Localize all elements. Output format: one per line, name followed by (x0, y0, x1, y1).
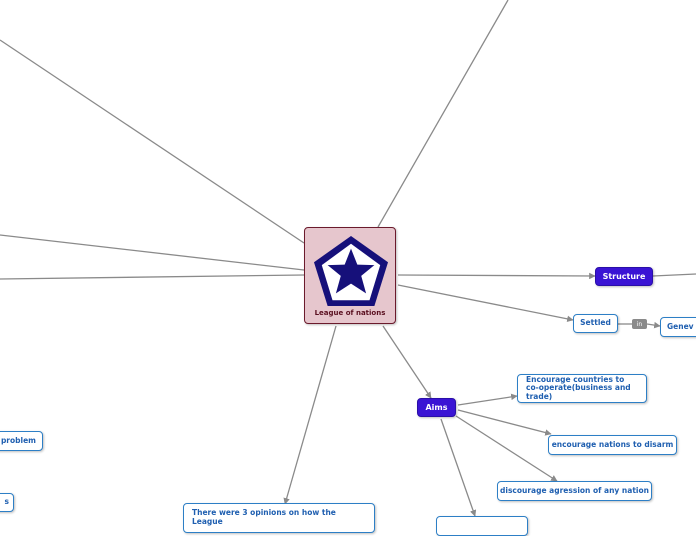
subtopic-geneva[interactable]: Genev (660, 317, 696, 337)
connector-aims-down (440, 418, 477, 517)
subtopic-encourage-cooperation[interactable]: Encourage countries to co-operate(busine… (517, 374, 647, 403)
relationship-label-in: in (632, 319, 647, 329)
topic-structure[interactable]: Structure (595, 267, 653, 286)
connector-in-geneva (646, 321, 661, 329)
connector-aims-item-3 (455, 415, 558, 482)
central-topic-label: League of nations (314, 309, 386, 317)
connector-aims-item-1 (457, 393, 518, 406)
connector-top-left (0, 39, 305, 244)
connector-top-right (377, 0, 509, 228)
connector-aims-item-2 (457, 409, 552, 436)
subtopic-aims-offscreen[interactable] (436, 516, 528, 536)
connector-left-lower (0, 274, 305, 280)
connector-aims (382, 325, 432, 399)
subtopic-left-partial[interactable]: s (0, 493, 14, 512)
subtopic-geneva-label: Genev (667, 321, 694, 331)
pentagon-star-icon (314, 235, 388, 307)
subtopic-encourage-disarm[interactable]: encourage nations to disarm (548, 435, 677, 455)
topic-settled[interactable]: Settled (573, 314, 618, 333)
central-topic[interactable]: League of nations (304, 227, 396, 324)
connector-opinions (283, 325, 337, 505)
connector-settled (397, 284, 574, 323)
connector-structure-out (652, 273, 696, 277)
subtopic-three-opinions[interactable]: There were 3 opinions on how the League (183, 503, 375, 533)
topic-aims[interactable]: Aims (417, 398, 456, 417)
connector-left-upper (0, 234, 305, 271)
mind-map-connectors (0, 0, 696, 517)
subtopic-left-problem[interactable]: problem (0, 431, 43, 451)
subtopic-discourage-agression[interactable]: discourage agression of any nation (497, 481, 652, 501)
connector-structure (397, 272, 596, 280)
